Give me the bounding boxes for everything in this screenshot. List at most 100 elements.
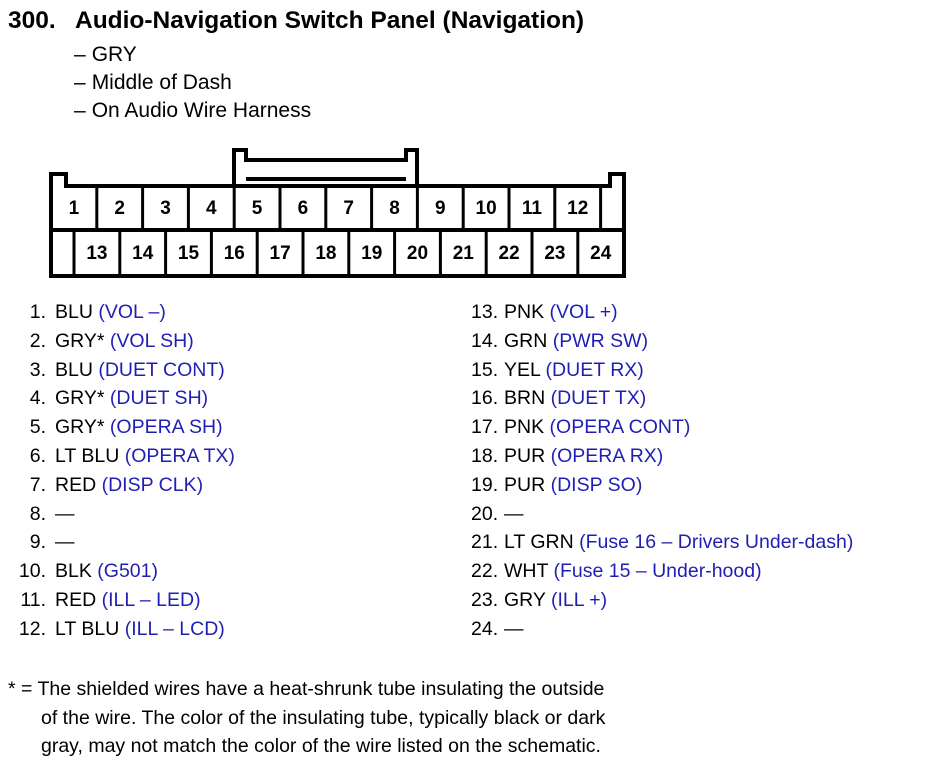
pin-row: 21.LT GRN (Fuse 16 – Drivers Under-dash) (471, 530, 853, 554)
pin-row: 19.PUR (DISP SO) (471, 473, 642, 497)
pin-row-number: 22. (471, 560, 499, 583)
pin-function: (ILL +) (545, 589, 608, 611)
pin-row-number: 14. (471, 329, 499, 352)
footnote: * = The shielded wires have a heat-shrun… (8, 675, 605, 761)
pin-row-number: 1. (29, 301, 46, 323)
pin-row-number: 18. (471, 445, 499, 467)
footnote-line: gray, may not match the color of the wir… (41, 735, 601, 757)
pin-row: 11.RED (ILL – LED) (8, 588, 201, 612)
pin-number: 1 (69, 198, 80, 219)
wire-color: — (55, 531, 75, 554)
wire-color: — (504, 617, 524, 640)
pin-number: 19 (361, 243, 382, 264)
pin-number: 3 (160, 198, 171, 219)
pin-number: 8 (389, 198, 400, 219)
pin-row-number: 15. (471, 358, 499, 381)
pin-function: (DISP CLK) (96, 473, 204, 496)
pin-row: 1. BLU (VOL –) (8, 300, 166, 324)
pin-function: (DUET RX) (540, 358, 644, 381)
pin-row: 8. — (8, 502, 75, 526)
pin-row: 15.YEL (DUET RX) (471, 358, 644, 382)
wire-color: LT GRN (504, 531, 574, 554)
pin-row-number: 13. (471, 301, 499, 323)
pin-number: 17 (270, 243, 291, 264)
pin-row: 16.BRN (DUET TX) (471, 386, 646, 410)
pin-number: 7 (343, 198, 354, 219)
pin-row-number: 16. (471, 387, 499, 410)
pin-row: 14.GRN (PWR SW) (471, 329, 648, 353)
pin-number: 23 (544, 243, 565, 264)
pin-row-number: 4. (29, 387, 46, 410)
pin-number: 16 (224, 243, 245, 264)
pin-function: (DUET TX) (545, 387, 647, 410)
pin-row-number: 19. (471, 473, 499, 496)
pin-row: 3. BLU (DUET CONT) (8, 358, 225, 382)
wire-color: PNK (504, 416, 545, 439)
wire-color: BLU (55, 358, 93, 381)
pin-row-number: 7. (29, 473, 46, 496)
footnote-line: * = The shielded wires have a heat-shrun… (8, 678, 605, 700)
connector-body (49, 172, 626, 278)
pin-function: (DUET CONT) (92, 358, 225, 381)
pin-function: (OPERA SH) (104, 416, 223, 439)
pin-function: (OPERA TX) (119, 445, 235, 467)
pin-row-number: 10. (18, 560, 46, 583)
pin-row: 20.— (471, 502, 524, 526)
wire-color: GRY (504, 589, 546, 611)
pin-number: 21 (453, 243, 475, 264)
pin-row: 6.LT BLU (OPERA TX) (8, 444, 235, 468)
wire-color: GRY* (55, 387, 105, 410)
wire-color: BLU (55, 301, 93, 323)
pin-function: (VOL –) (92, 301, 166, 323)
pin-number: 18 (315, 243, 336, 264)
pin-number: 24 (590, 243, 612, 264)
pin-number: 9 (435, 198, 446, 219)
connector-location: –Middle of Dash (74, 71, 232, 94)
wire-color: BRN (504, 387, 546, 410)
pin-row-number: 12. (18, 617, 46, 640)
wire-color: — (55, 502, 75, 525)
pin-number: 4 (206, 198, 217, 219)
wire-color: GRY* (55, 329, 105, 352)
pin-row-number: 2. (29, 329, 46, 352)
pin-row: 13.PNK (VOL +) (471, 300, 618, 324)
wire-color: LT BLU (55, 445, 120, 467)
pin-function: (PWR SW) (547, 329, 649, 352)
pin-row: 7. RED (DISP CLK) (8, 473, 203, 497)
pin-function: (ILL – LED) (96, 589, 201, 611)
pin-function: (ILL – LCD) (119, 617, 225, 640)
pin-row: 12. LT BLU (ILL – LCD) (8, 617, 225, 641)
pin-row: 2. GRY* (VOL SH) (8, 329, 194, 353)
footnote-line: of the wire. The color of the insulating… (41, 706, 606, 729)
pin-row-number: 20. (471, 502, 499, 525)
pin-row-number: 11. (20, 589, 46, 611)
figure-number: 300. (8, 7, 56, 34)
wire-color: GRN (504, 329, 548, 352)
wire-color: LT BLU (55, 617, 120, 640)
wire-color: RED (55, 473, 97, 496)
pin-row: 10.BLK (G501) (8, 559, 158, 583)
pin-number: 11 (522, 198, 543, 219)
pin-number: 14 (132, 243, 154, 264)
page-title: 300.Audio-Navigation Switch Panel (Navig… (8, 7, 584, 35)
pin-number: 15 (178, 243, 200, 264)
pin-row: 5.GRY* (OPERA SH) (8, 415, 223, 439)
pin-function: (DUET SH) (104, 387, 209, 410)
connector-color: –GRY (74, 43, 137, 66)
pin-row-number: 21. (471, 531, 499, 554)
pin-row: 18.PUR (OPERA RX) (471, 444, 663, 468)
pin-number: 6 (298, 198, 309, 219)
pin-number: 12 (567, 198, 588, 219)
pin-number: 5 (252, 198, 263, 219)
pin-row-number: 8. (29, 502, 46, 525)
pin-row: 23.GRY (ILL +) (471, 588, 607, 612)
wire-color: — (504, 502, 524, 525)
pin-function: (VOL SH) (104, 329, 194, 352)
pin-number: 10 (476, 198, 497, 219)
pin-row-number: 3. (29, 358, 46, 381)
wire-color: PUR (504, 473, 546, 496)
pin-number: 13 (86, 243, 107, 264)
pin-number: 20 (407, 243, 428, 264)
pin-function: (Fuse 15 – Under-hood) (548, 560, 762, 583)
